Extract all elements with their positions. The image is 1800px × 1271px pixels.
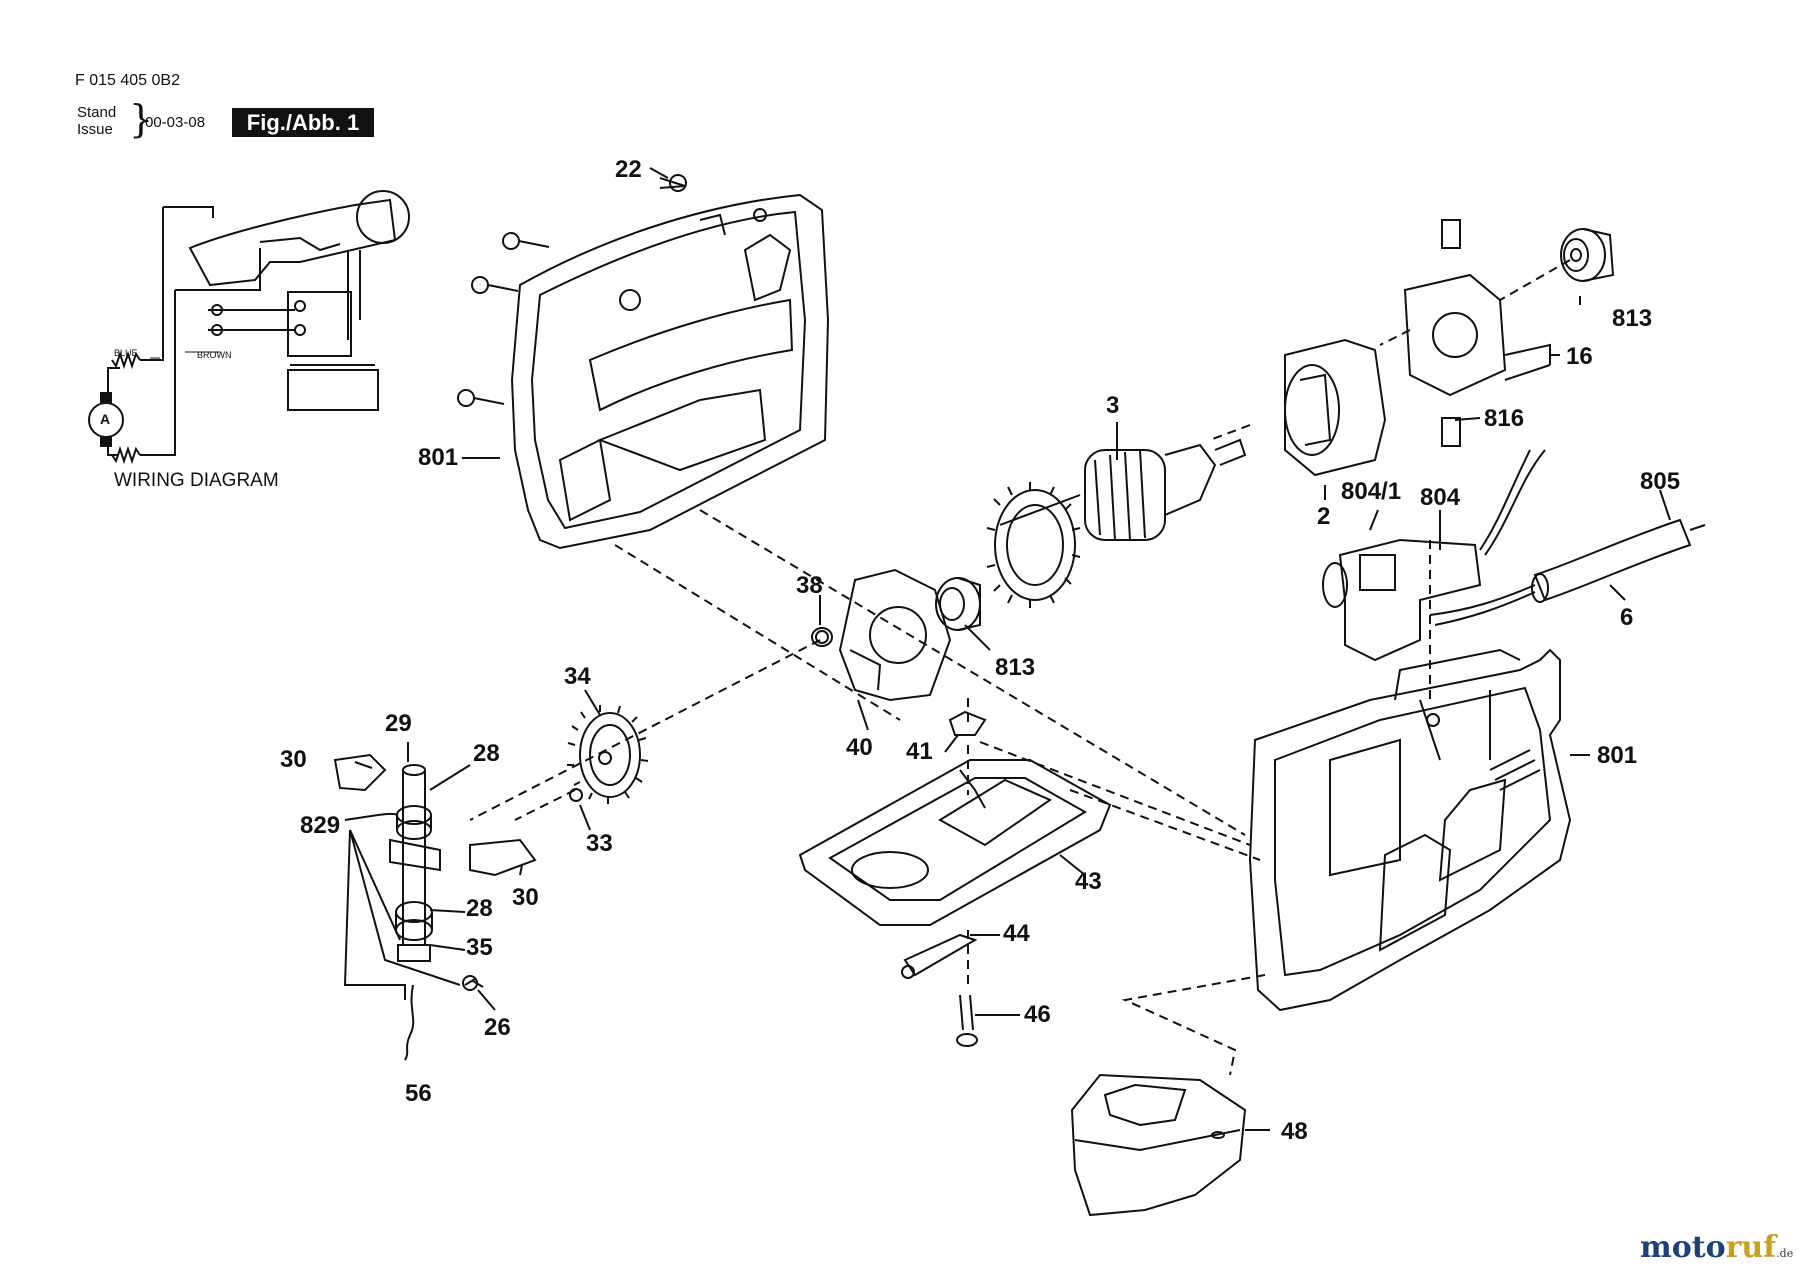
stand-issue-labels: Stand Issue [77,104,116,138]
part-label-813-upper: 813 [1612,305,1653,332]
brand-logo: motoruf.de [1640,1230,1793,1265]
document-number: F 015 405 0B2 [75,72,180,89]
part-label-3: 3 [1106,392,1120,419]
part-label-22: 22 [615,156,642,183]
issue-date: 00-03-08 [145,114,206,131]
part-label-40: 40 [846,734,873,761]
part-label-2: 2 [1317,503,1331,530]
stand-label: Stand [77,104,117,121]
part-label-33: 33 [586,830,613,857]
gear-drawing [567,705,649,804]
wire-label-blue: BLUE [114,348,138,358]
part-label-26: 26 [484,1014,511,1041]
wiring-diagram-drawing [88,190,410,465]
small-parts-drawing [901,710,987,1047]
brace-glyph: } [129,97,154,141]
figure-label: Fig./Abb. 1 [232,108,374,137]
bearing-lower-drawing [935,577,981,631]
part-label-805: 805 [1640,468,1681,495]
part-label-28-upper: 28 [473,740,500,767]
wire-label-brown: BROWN [197,350,232,360]
switch-drawing [1322,449,1546,662]
housing-left-half [510,193,830,550]
wiring-diagram-title: WIRING DIAGRAM [114,470,279,491]
brand-suffix: .de [1776,1247,1794,1260]
part-label-48: 48 [1281,1118,1308,1145]
motor-symbol-label: A [100,411,111,427]
part-label-829: 829 [300,812,341,839]
part-label-6: 6 [1620,604,1634,631]
brand-part-2: ruf [1725,1230,1777,1265]
part-label-801-upper: 801 [418,444,459,471]
part-label-56: 56 [405,1080,432,1107]
part-label-816: 816 [1484,405,1525,432]
part-label-38: 38 [796,572,823,599]
plunger-assembly-drawing [333,753,537,1061]
housing-right-half [1248,648,1572,1012]
part-label-16: 16 [1566,343,1593,370]
leader-lines [343,167,1671,1131]
part-label-801-lower: 801 [1597,742,1638,769]
stator-drawing [1284,338,1387,477]
assembly-lines [469,259,1571,1076]
part-label-804-1: 804/1 [1341,478,1402,505]
part-label-813-lower: 813 [995,654,1036,681]
bearing-plate-drawing [811,568,952,702]
part-label-804: 804 [1420,484,1461,511]
part-label-35: 35 [466,934,493,961]
part-label-30-upper: 30 [280,746,307,773]
housing-screws [457,174,687,407]
fan-drawing [986,482,1081,608]
part-label-34: 34 [564,663,591,690]
part-label-29: 29 [385,710,412,737]
part-label-46: 46 [1024,1001,1051,1028]
cover-drawing [1070,1073,1247,1217]
part-label-44: 44 [1003,920,1030,947]
part-label-41: 41 [906,738,933,765]
part-label-43: 43 [1075,868,1102,895]
part-label-28-lower: 28 [466,895,493,922]
brush-holder-drawing [1403,219,1507,447]
issue-label: Issue [77,121,113,138]
base-plate-drawing [798,759,1112,926]
brand-part-1: moto [1640,1230,1726,1265]
part-label-30-lower: 30 [512,884,539,911]
power-cord-drawing [1429,518,1706,626]
bearing-top-drawing [1560,228,1615,282]
